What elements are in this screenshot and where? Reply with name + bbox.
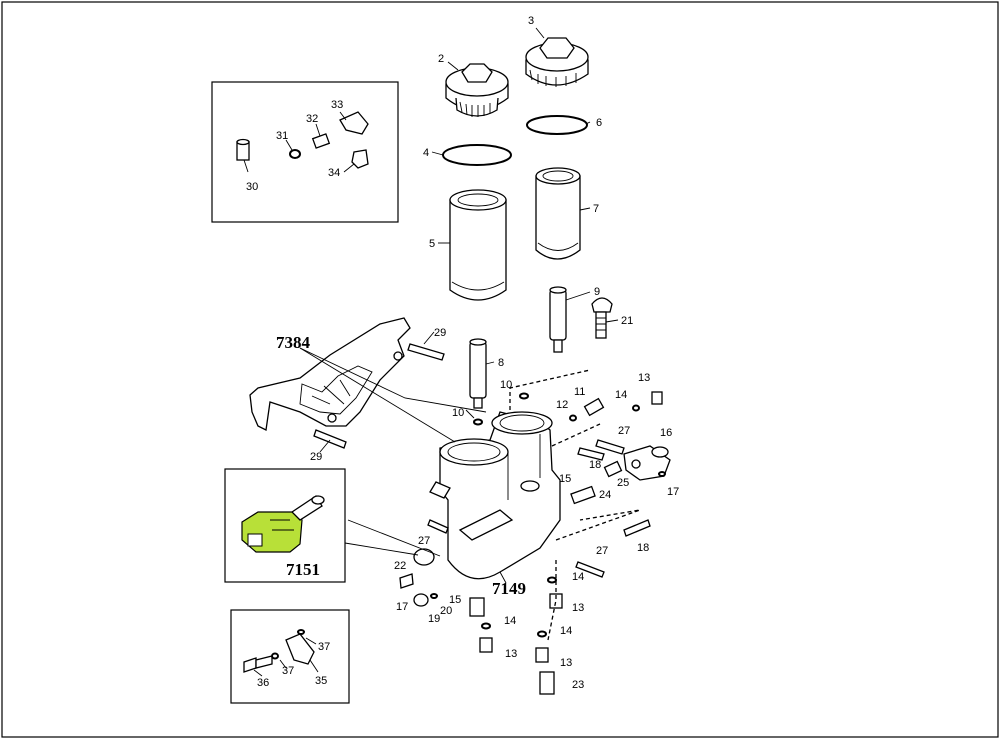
label-15-bottom: 15 [449,594,461,606]
label-14-top: 14 [615,389,627,401]
label-13-c: 13 [560,657,572,669]
label-17-right: 17 [667,486,679,498]
inset-box-fittings [211,81,399,223]
filter-element-5 [449,189,507,301]
label-17-left: 17 [396,601,408,613]
callout-7151: 7151 [286,560,320,579]
label-5: 5 [429,238,435,250]
label-4: 4 [423,147,429,159]
washers [430,392,666,638]
label-31: 31 [276,130,288,142]
label-10-lower: 10 [452,407,464,419]
label-11: 11 [574,386,585,398]
label-8: 8 [498,357,504,369]
valve-21 [591,297,613,339]
plug-19 [413,593,429,607]
label-12: 12 [556,399,568,411]
label-18-top: 18 [589,459,601,471]
part-number-labels: 2 3 4 6 5 7 9 21 8 29 29 10 10 11 12 14 … [246,15,679,691]
tube-9 [549,286,567,353]
highlighted-part-7151 [241,495,325,553]
label-13-b: 13 [505,648,517,660]
sensor-16 [623,445,671,481]
fitting-13-top [651,391,663,405]
label-3: 3 [528,15,534,27]
leader-lines [299,27,619,584]
label-24: 24 [599,489,611,501]
label-30: 30 [246,181,258,193]
bolts [313,343,651,589]
filter-element-7 [535,167,581,260]
label-36: 36 [257,677,269,689]
label-32: 32 [306,113,318,125]
label-20: 20 [440,605,452,617]
label-6: 6 [596,117,602,129]
inset-box-highlighted-part [224,468,346,583]
label-9: 9 [594,286,600,298]
bracket-7384 [249,317,411,431]
label-14-a: 14 [572,571,584,583]
housing-7149 [429,411,561,580]
fitting-23 [539,671,555,695]
callout-7384: 7384 [276,333,311,352]
fitting-24 [603,460,623,478]
label-14-c: 14 [560,625,572,637]
o-ring-4 [442,144,512,166]
filter-cap-2 [445,63,509,117]
filter-cap-3 [525,37,589,87]
dashed-leader-12 [551,423,601,447]
label-13-top: 13 [638,372,650,384]
tube-8 [469,338,487,409]
inset-bolt-parts [243,629,319,677]
label-21: 21 [621,315,633,327]
o-ring-6 [526,115,588,135]
label-34: 34 [328,167,340,179]
label-35: 35 [315,675,327,687]
callout-7149: 7149 [492,579,526,598]
label-22: 22 [394,560,406,572]
fitting-15-bottom [469,597,485,617]
label-27-right: 27 [596,545,608,557]
label-14-b: 14 [504,615,516,627]
label-15-right: 15 [559,473,571,485]
fitting-11 [583,397,605,417]
plug-22 [413,548,435,566]
dashed-leader-10 [509,369,591,410]
label-29-top: 29 [434,327,446,339]
fitting-13-a [549,593,563,609]
label-37-b: 37 [318,641,330,653]
label-13-a: 13 [572,602,584,614]
inset-box-bolts [230,609,350,704]
label-25: 25 [617,477,629,489]
label-27-top: 27 [618,425,630,437]
label-19: 19 [428,613,440,625]
label-2: 2 [438,53,444,65]
label-7: 7 [593,203,599,215]
label-33: 33 [331,99,343,111]
label-23: 23 [572,679,584,691]
label-37-a: 37 [282,665,294,677]
label-10-upper: 10 [500,379,512,391]
label-18-bottom: 18 [637,542,649,554]
inset-fittings [236,111,369,173]
fitting-15-right [570,485,596,505]
label-29-bottom: 29 [310,451,322,463]
dashed-leader-18 [555,509,641,541]
label-27-left: 27 [418,535,430,547]
label-16: 16 [660,427,672,439]
fitting-13-c [535,647,549,663]
fitting-13-b [479,637,493,653]
